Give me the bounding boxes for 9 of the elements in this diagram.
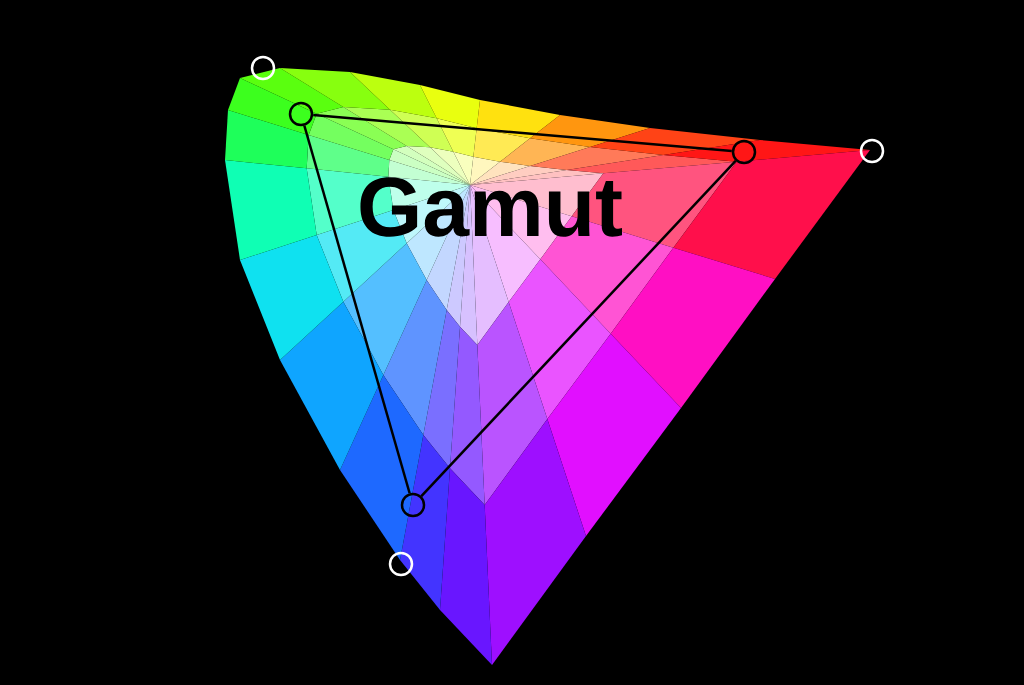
primary-marker <box>400 492 426 518</box>
primary-marker <box>731 139 757 165</box>
vertex-marker <box>859 138 885 164</box>
triangle-edge <box>303 125 411 494</box>
triangle-edge <box>313 113 732 153</box>
triangle-edge <box>420 160 737 497</box>
primary-marker <box>288 101 314 127</box>
vertex-marker <box>250 55 276 81</box>
vertex-marker <box>388 551 414 577</box>
